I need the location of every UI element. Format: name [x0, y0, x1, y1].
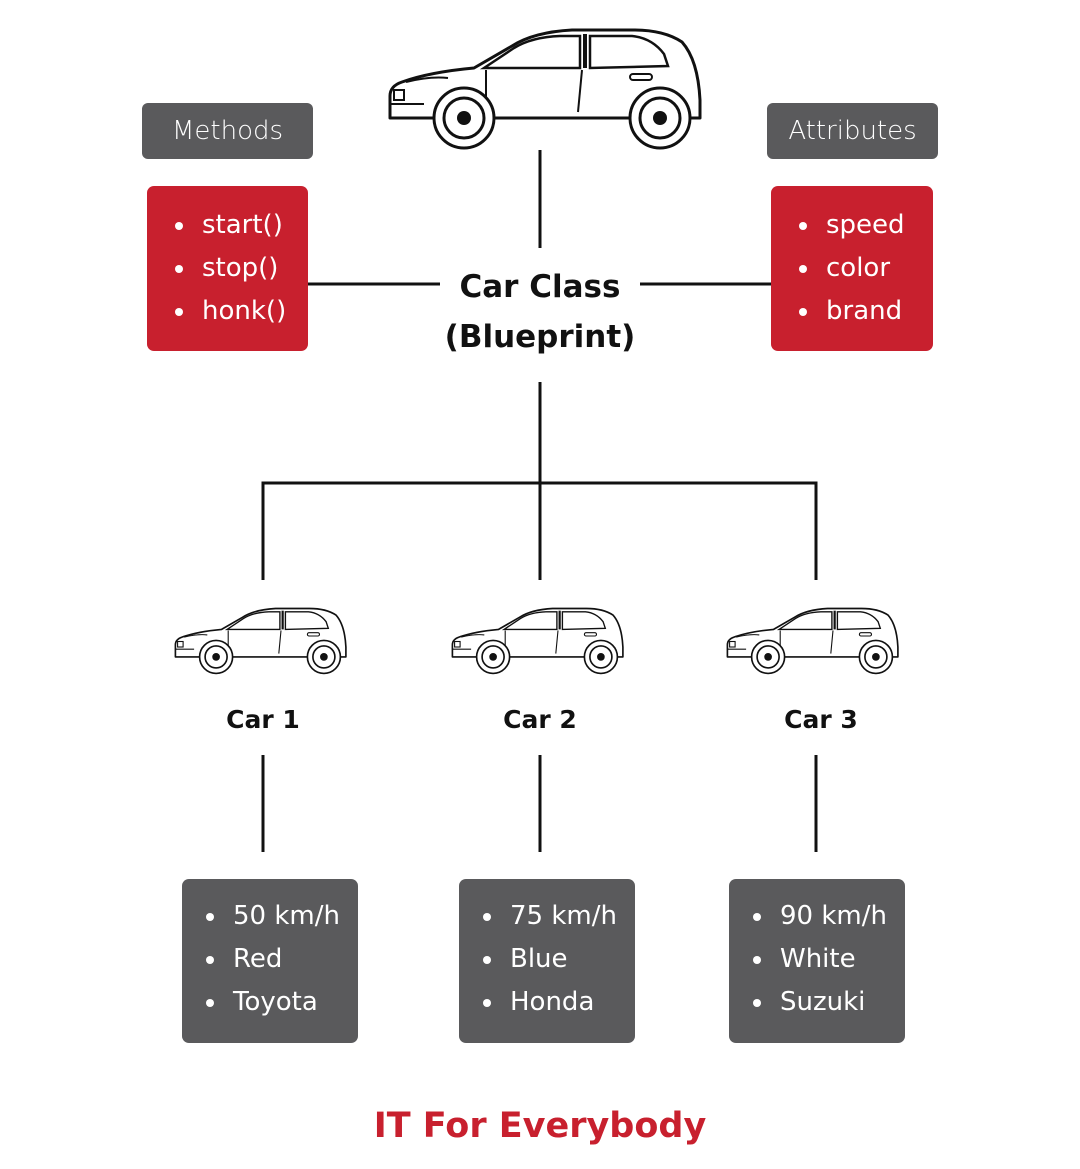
attributes-box: speed color brand [771, 186, 933, 351]
methods-list: start() stop() honk() [175, 204, 308, 333]
car3-label: Car 3 [784, 705, 858, 734]
value-color: Blue [483, 938, 635, 981]
car3-values-box: 90 km/h White Suzuki [729, 879, 905, 1043]
value-speed: 50 km/h [206, 895, 358, 938]
car2-values-list: 75 km/h Blue Honda [483, 895, 635, 1024]
method-item: honk() [175, 290, 308, 333]
methods-tag: Methods [142, 103, 313, 159]
attributes-tag: Attributes [767, 103, 938, 159]
connector-lines [261, 150, 818, 852]
car3-icon [726, 607, 900, 675]
value-brand: Suzuki [753, 981, 905, 1024]
car3-values-list: 90 km/h White Suzuki [753, 895, 905, 1024]
car1-label: Car 1 [226, 705, 300, 734]
value-brand: Honda [483, 981, 635, 1024]
car2-values-box: 75 km/h Blue Honda [459, 879, 635, 1043]
attribute-item: brand [799, 290, 933, 333]
footer-brand: IT For Everybody [373, 1106, 707, 1146]
car1-values-box: 50 km/h Red Toyota [182, 879, 358, 1043]
attribute-item: speed [799, 204, 933, 247]
connector-branch [261, 481, 818, 580]
method-item: stop() [175, 247, 308, 290]
class-car-icon [388, 28, 702, 150]
value-color: Red [206, 938, 358, 981]
value-speed: 90 km/h [753, 895, 905, 938]
class-title-line1: Car Class [459, 269, 621, 305]
attributes-list: speed color brand [799, 204, 933, 333]
value-color: White [753, 938, 905, 981]
car1-icon [174, 607, 347, 675]
attribute-item: color [799, 247, 933, 290]
car1-values-list: 50 km/h Red Toyota [206, 895, 358, 1024]
class-title-line2: (Blueprint) [444, 319, 636, 355]
car2-label: Car 2 [503, 705, 577, 734]
value-brand: Toyota [206, 981, 358, 1024]
class-title: Car Class (Blueprint) [390, 262, 690, 362]
value-speed: 75 km/h [483, 895, 635, 938]
car2-icon [451, 607, 625, 675]
methods-box: start() stop() honk() [147, 186, 308, 351]
method-item: start() [175, 204, 308, 247]
